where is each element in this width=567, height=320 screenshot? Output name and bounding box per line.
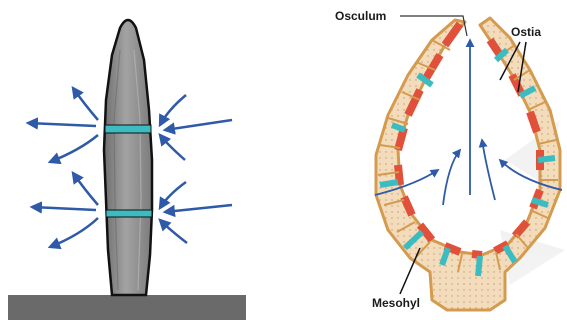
substrate: [8, 295, 246, 320]
flow-arrow: [443, 150, 460, 205]
outflow-arrows-left: [28, 88, 98, 247]
sponge-body: [104, 20, 152, 295]
flow-arrow: [482, 140, 495, 200]
mesohyl-label: Mesohyl: [372, 296, 420, 310]
ostia-label: Ostia: [511, 25, 541, 39]
tube-sponge-panel: [8, 20, 246, 320]
ostium-channel: [538, 158, 555, 160]
ostium-channel: [478, 256, 480, 276]
osculum-label: Osculum: [335, 9, 386, 23]
ostium-upper: [105, 125, 151, 133]
ostium-lower: [106, 210, 152, 217]
inflow-arrows-right: [160, 95, 232, 243]
sponge-cross-section-panel: Osculum Ostia Mesohyl: [335, 9, 565, 310]
ostium-channel: [380, 182, 398, 185]
